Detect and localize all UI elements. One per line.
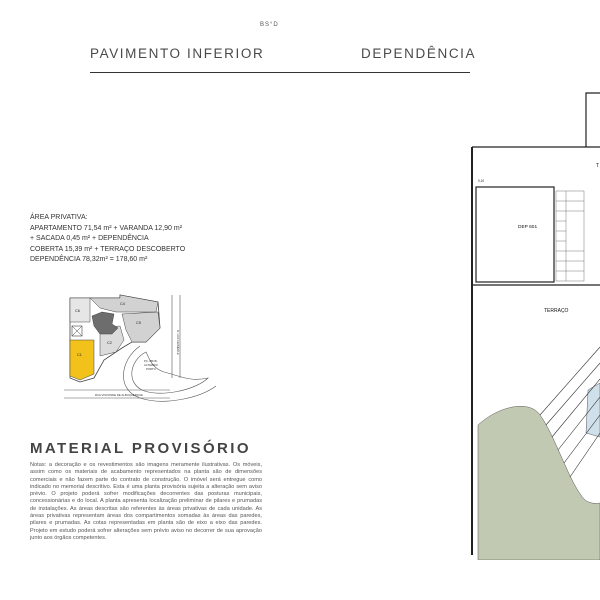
square-label-line: ALTAMIRO [144,363,159,367]
room-dep [475,186,555,283]
room-label-t: T [596,163,599,169]
room-label-dep: DEP 601 [518,224,537,230]
heading-divider [90,72,470,73]
area-summary: ÁREA PRIVATIVA: APARTAMENTO 71,54 m² + V… [30,213,185,266]
water-area [585,382,600,438]
location-key-map: C4 C6 C5 C2 C1 R. LUIZ HEIMERLE PÇ. PROF… [64,294,217,402]
building-core [91,311,119,335]
heading-dependency: DEPENDÊNCIA [361,46,477,61]
area-line: + SACADA 0,45 m² + DEPENDÊNCIA [30,235,149,242]
unit-label-c4: C4 [120,302,125,306]
heading-floor: PAVIMENTO INFERIOR [90,46,265,61]
room-label-terraco: TERRAÇO [544,308,569,314]
unit-c4 [89,294,159,313]
unit-c5 [121,311,161,343]
unit-label-c1: C1 [77,353,82,357]
level-mark: 0,10 [478,179,484,183]
area-line: COBERTA 15,39 m² + TERRAÇO DESCOBERTO [30,245,186,253]
staircase [555,190,585,282]
floor-plan: 0,10 DEP 601 TERRAÇO T [471,92,600,560]
garden-area [477,406,600,560]
square-label-line: PORTO [146,367,157,371]
area-line: DEPENDÊNCIA 78,32m² = 178,60 m² [30,256,148,263]
brand-logo: BS°D [260,22,279,28]
stepped-terrace [539,346,600,478]
unit-label-c5: C5 [136,321,141,325]
unit-label-c6: C6 [75,309,80,313]
area-line: APARTAMENTO 71,54 m² + VARANDA 12,90 m² [30,224,183,232]
street-label-right: R. LUIZ HEIMERLE [176,330,180,355]
material-title: MATERIAL PROVISÓRIO [30,440,251,457]
legal-notes: Notas: a decoração e os revestimentos sã… [30,462,262,541]
stair-symbol [71,325,83,337]
area-line: ÁREA PRIVATIVA: [30,214,88,221]
wall-upper-right [585,92,600,147]
square-label-line: PÇ. PROF. [144,359,158,363]
unit-c6 [69,297,91,323]
street-label-bottom: RUA VISCONDE DE ALBUQUERQUE [95,393,143,397]
unit-c1-highlight [69,339,95,381]
unit-label-c2: C2 [107,341,112,345]
